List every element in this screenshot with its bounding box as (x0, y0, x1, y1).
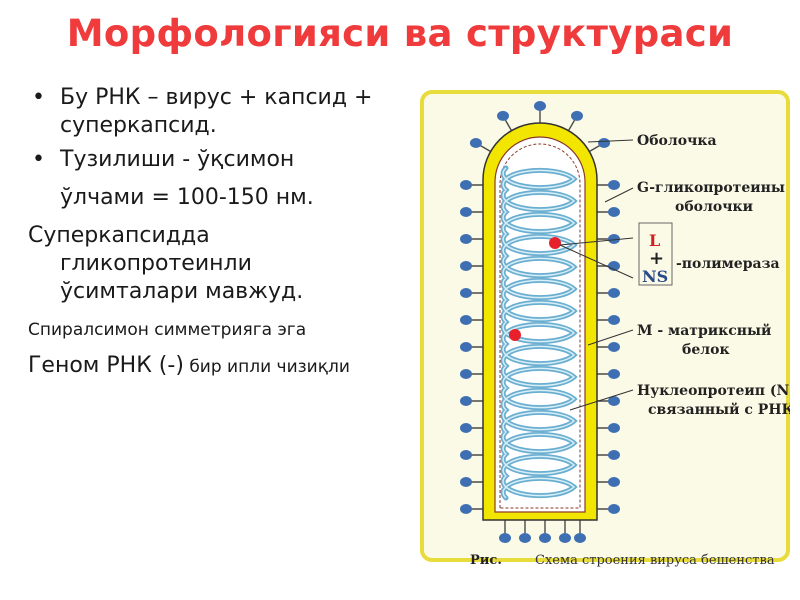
paragraph-line: ўсимталари мавжуд. (60, 279, 304, 304)
glycoprotein-spikes (460, 101, 620, 543)
spike-head (460, 369, 472, 379)
slide-title: Морфологияси ва структураси (66, 12, 734, 55)
spike-head (559, 533, 571, 543)
spike-head (608, 342, 620, 352)
spike-head (460, 450, 472, 460)
label-matrix: М - матриксный (637, 322, 771, 339)
label-polymerase: -полимераза (676, 256, 780, 272)
caption-prefix: Рис. (470, 553, 502, 568)
nucleoprotein-spiral-highlight (502, 167, 576, 499)
spike-head (608, 207, 620, 217)
label-matrix: белок (682, 342, 730, 358)
spike-head (460, 207, 472, 217)
spike-head (460, 342, 472, 352)
spike-head (460, 234, 472, 244)
leader-lines (559, 139, 634, 411)
spike-head (608, 504, 620, 514)
text-block: • Бу РНК – вирус + капсид + суперкапсид.… (28, 84, 408, 381)
label-plus: + (649, 248, 664, 269)
spike-head (608, 234, 620, 244)
spike-head (608, 288, 620, 298)
label-L: L (649, 231, 660, 250)
bullet-item: • Бу РНК – вирус + капсид + суперкапсид. (28, 84, 408, 140)
label-envelope: Оболочка (637, 133, 717, 149)
spike-head (469, 138, 482, 148)
spike-head (460, 315, 472, 325)
genome-text: Геном РНК (-) (28, 353, 184, 378)
spike-head (519, 533, 531, 543)
spike-head (539, 533, 551, 543)
paragraph: Суперкапсидда гликопротеинли ўсимталари … (28, 222, 408, 306)
label-nucleoprotein: Нуклеопротеип (N), (637, 383, 790, 399)
virus-structure-figure: Оболочка G-гликопротеины оболочки L + NS… (420, 90, 790, 568)
spike-head (534, 101, 546, 111)
genome-text-small: бир ипли чизиқли (183, 357, 350, 377)
spike-head (499, 533, 511, 543)
spike-head (497, 110, 509, 121)
label-glycoprotein: G-гликопротеины (637, 180, 785, 196)
paragraph-line: гликопротеинли (60, 251, 252, 276)
spike-head (598, 138, 611, 148)
label-glycoprotein: оболочки (675, 199, 753, 215)
spike-head (608, 315, 620, 325)
spike-head (460, 477, 472, 487)
spike-head (608, 423, 620, 433)
spike-head (460, 423, 472, 433)
label-NS: NS (642, 267, 668, 286)
polymerase-box (638, 222, 673, 286)
spike-head (571, 110, 583, 121)
bullet-line: Бу РНК – вирус + капсид + (60, 85, 373, 110)
paragraph: Спиралсимон симметрияга эга (28, 320, 307, 340)
bullet-dot-icon: • (32, 85, 45, 110)
spike-head (460, 261, 472, 271)
figure-caption: Схема строения вируса бешенства (535, 553, 775, 568)
polymerase-dot (549, 237, 561, 249)
spike-head (460, 288, 472, 298)
paragraph-line: Суперкапсидда (28, 223, 210, 248)
spike-head (460, 396, 472, 406)
bullet-item: • Тузилиши - ўқсимон ўлчами = 100-150 нм… (28, 146, 408, 212)
spike-head (608, 396, 620, 406)
label-nucleoprotein: связанный с РНК (648, 401, 790, 418)
spike-head (608, 369, 620, 379)
bullet-line: Тузилиши - ўқсимон (60, 147, 295, 172)
bullet-line: ўлчами = 100-150 нм. (60, 185, 314, 210)
bullet-line: суперкапсид. (60, 113, 217, 138)
paragraph: Геном РНК (-) бир ипли чизиқли (28, 352, 408, 381)
spike-head (460, 504, 472, 514)
bullet-dot-icon: • (32, 147, 45, 172)
spike-head (608, 450, 620, 460)
spike-head (608, 477, 620, 487)
spike-head (608, 180, 620, 190)
spike-head (460, 180, 472, 190)
spike-head (574, 533, 586, 543)
polymerase-dot (509, 329, 521, 341)
